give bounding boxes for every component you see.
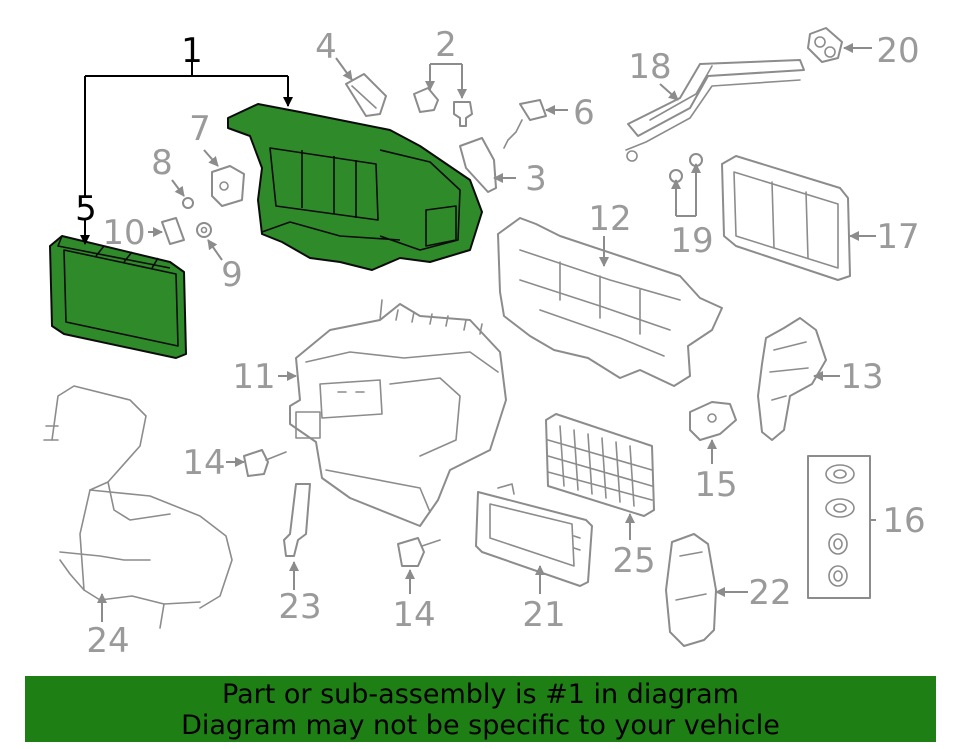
callout-24: 24 <box>86 621 129 661</box>
callout-7: 7 <box>189 109 211 149</box>
callout-1: 1 <box>181 31 203 71</box>
part-11[interactable] <box>289 299 507 527</box>
callout-10: 10 <box>102 213 145 253</box>
callout-18: 18 <box>628 47 671 87</box>
part-6[interactable] <box>503 99 547 149</box>
info-banner: Part or sub-assembly is #1 in diagram Di… <box>25 676 936 742</box>
part-13[interactable] <box>757 317 827 441</box>
part-17[interactable] <box>721 155 851 281</box>
callout-5: 5 <box>75 189 97 229</box>
part-22[interactable] <box>665 533 717 647</box>
callout-21: 21 <box>522 595 565 635</box>
banner-line-1: Part or sub-assembly is #1 in diagram <box>222 679 739 710</box>
part-14-lower[interactable] <box>397 537 441 567</box>
part-25[interactable] <box>545 413 655 517</box>
callout-17: 17 <box>876 217 919 257</box>
part-3[interactable] <box>459 137 497 193</box>
callout-11: 11 <box>232 357 275 397</box>
callout-14-upper: 14 <box>182 443 225 483</box>
part-23[interactable] <box>283 483 311 557</box>
part-16[interactable] <box>807 455 871 599</box>
callout-3: 3 <box>525 159 547 199</box>
callout-12: 12 <box>588 199 631 239</box>
evaporator-core-highlighted[interactable] <box>49 235 187 359</box>
part-20[interactable] <box>807 27 843 63</box>
part-18[interactable] <box>625 59 805 162</box>
part-7[interactable] <box>211 165 245 207</box>
callout-22: 22 <box>748 573 791 613</box>
part-15[interactable] <box>689 401 737 441</box>
callout-labels: 1 2 3 4 5 6 7 8 9 10 11 12 13 14 14 15 1… <box>75 25 925 661</box>
callout-6: 6 <box>573 93 595 133</box>
callout-23: 23 <box>278 587 321 627</box>
callout-20: 20 <box>876 31 919 71</box>
leader-lines <box>80 43 876 622</box>
part-4[interactable] <box>345 73 387 117</box>
hvac-case-highlighted[interactable] <box>227 103 483 271</box>
part-10[interactable] <box>161 217 185 245</box>
callout-15: 15 <box>694 465 737 505</box>
part-19[interactable] <box>669 153 703 183</box>
callout-13: 13 <box>840 357 883 397</box>
callout-9: 9 <box>221 255 243 295</box>
callout-16: 16 <box>882 501 925 541</box>
callout-25: 25 <box>612 541 655 581</box>
part-12[interactable] <box>497 217 723 387</box>
callout-19: 19 <box>670 221 713 261</box>
parts-diagram: 1 2 3 4 5 6 7 8 9 10 11 12 13 14 14 15 1… <box>43 25 926 661</box>
part-24[interactable] <box>43 385 233 629</box>
callout-2: 2 <box>435 25 457 65</box>
callout-14-lower: 14 <box>392 595 435 635</box>
part-2[interactable] <box>413 87 473 127</box>
banner-line-2: Diagram may not be specific to your vehi… <box>181 710 780 741</box>
callout-8: 8 <box>151 143 173 183</box>
part-14-upper[interactable] <box>243 449 287 477</box>
callout-4: 4 <box>315 27 337 67</box>
part-21[interactable] <box>475 483 593 587</box>
part-9[interactable] <box>196 222 212 238</box>
part-8[interactable] <box>182 197 194 209</box>
